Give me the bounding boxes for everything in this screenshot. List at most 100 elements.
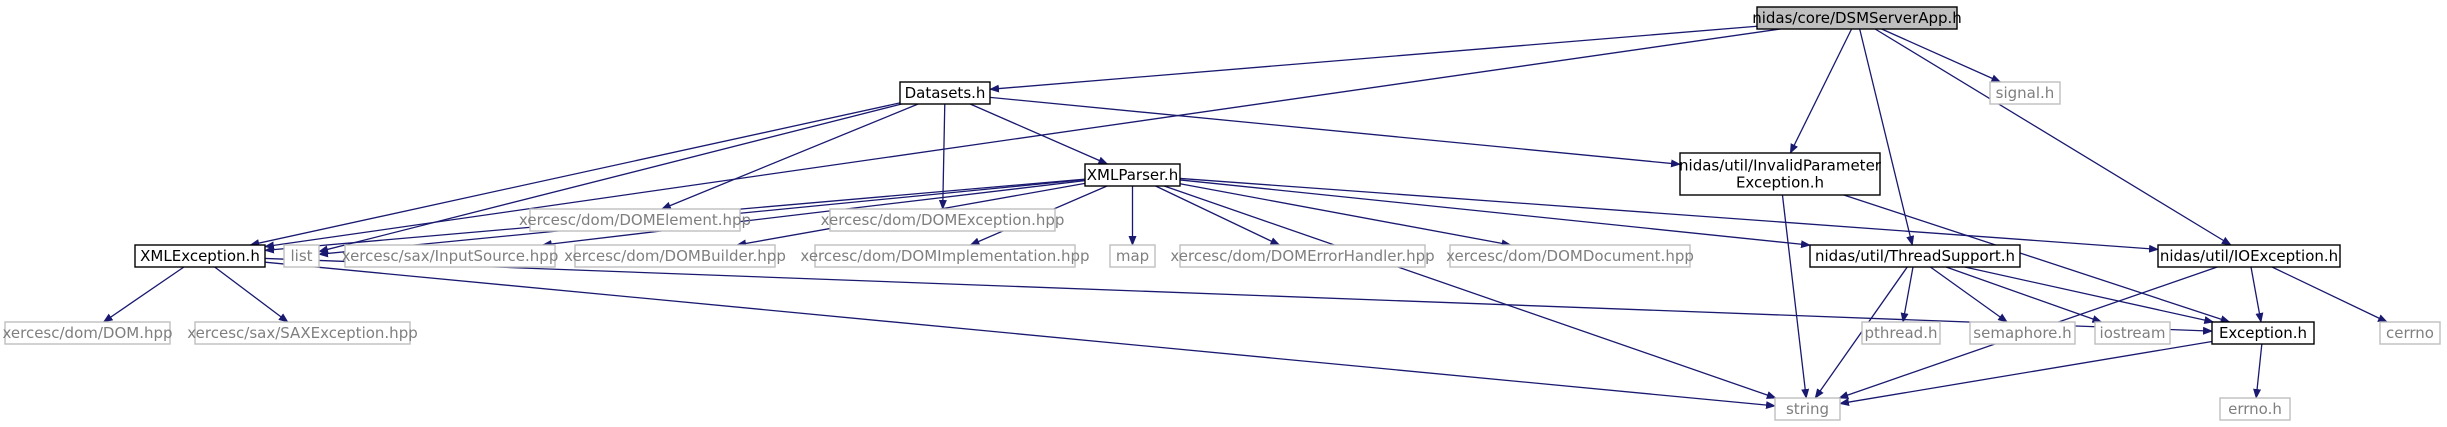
- node-box-cerrno: [2379, 321, 2441, 345]
- node-label-domexception: xercesc/dom/DOMException.hpp: [821, 211, 1065, 229]
- node-domexception: xercesc/dom/DOMException.hpp: [821, 208, 1065, 232]
- node-threadsupport[interactable]: nidas/util/ThreadSupport.h: [1809, 244, 2021, 268]
- edge-ioexception-to-cerrno: [2271, 266, 2388, 323]
- edge-xmlparser-to-domdocument: [1179, 183, 1512, 248]
- node-ioexception[interactable]: nidas/util/IOException.h: [2157, 244, 2341, 268]
- node-box-threadsupport: [1809, 244, 2021, 268]
- edge-exception-to-string: [1839, 340, 2213, 407]
- node-label-domerror: xercesc/dom/DOMErrorHandler.hpp: [1170, 247, 1434, 265]
- edge-root-to-ioexception: [1874, 28, 2232, 246]
- node-box-dombuilder: [574, 244, 776, 268]
- edge-xmlparser-to-string: [1164, 185, 1777, 399]
- node-label-errno: errno.h: [2228, 400, 2282, 418]
- node-label-domelement: xercesc/dom/DOMElement.hpp: [519, 211, 751, 229]
- edge-invalidparam-to-exception: [1843, 194, 2231, 323]
- node-label-threadsupport: nidas/util/ThreadSupport.h: [1815, 247, 2015, 265]
- node-pthread: pthread.h: [1861, 321, 1941, 345]
- node-label-list: list: [290, 247, 312, 265]
- node-xmlexception[interactable]: XMLException.h: [134, 244, 266, 268]
- node-box-list: [283, 244, 320, 268]
- node-box-string: [1774, 397, 1841, 421]
- node-box-pthread: [1861, 321, 1941, 345]
- node-label-map: map: [1116, 247, 1149, 265]
- node-box-iostream: [2094, 321, 2171, 345]
- node-errno: errno.h: [2219, 397, 2291, 421]
- node-label-pthread: pthread.h: [1865, 324, 1938, 342]
- edge-xmlexception-to-saxexception: [214, 266, 289, 323]
- edge-threadsupport-to-string: [1814, 266, 1908, 399]
- node-box-saxexception: [194, 321, 411, 345]
- edge-root-to-datasets: [989, 25, 1758, 93]
- node-label-datasets: Datasets.h: [905, 84, 986, 102]
- node-label-root: nidas/core/DSMServerApp.h: [1752, 9, 1962, 27]
- node-label-xmlparser: XMLParser.h: [1087, 166, 1178, 184]
- edge-threadsupport-to-semaphore: [1929, 266, 2008, 323]
- node-saxexception: xercesc/sax/SAXException.hpp: [187, 321, 418, 345]
- edge-xmlparser-to-ioexception: [1179, 177, 2159, 253]
- node-domelement: xercesc/dom/DOMElement.hpp: [519, 208, 751, 232]
- edge-datasets-to-list: [318, 103, 902, 254]
- node-box-xmlexception: [134, 244, 266, 268]
- node-xmlparser[interactable]: XMLParser.h: [1084, 163, 1181, 187]
- edge-root-to-threadsupport: [1859, 28, 1915, 246]
- node-domimpl: xercesc/dom/DOMImplementation.hpp: [800, 244, 1090, 268]
- node-label-saxexception: xercesc/sax/SAXException.hpp: [187, 324, 418, 342]
- edge-xmlexception-to-string: [264, 261, 1776, 410]
- node-box-domdocument: [1449, 244, 1691, 268]
- edge-datasets-to-invalidparam: [989, 96, 1681, 168]
- node-root[interactable]: nidas/core/DSMServerApp.h: [1752, 6, 1962, 30]
- node-box-domexception: [829, 208, 1056, 232]
- node-dom: xercesc/dom/DOM.hpp: [2, 321, 173, 345]
- node-box-datasets: [899, 81, 991, 105]
- edge-threadsupport-to-pthread: [1900, 266, 1914, 323]
- node-dombuilder: xercesc/dom/DOMBuilder.hpp: [564, 244, 786, 268]
- node-label-invalidparam-line-1: Exception.h: [1736, 174, 1824, 192]
- edge-exception-to-errno: [2253, 343, 2263, 399]
- edge-xmlparser-to-threadsupport: [1179, 179, 1811, 249]
- node-box-signal: [1989, 81, 2061, 105]
- node-inputsource: xercesc/sax/InputSource.hpp: [342, 244, 559, 268]
- edge-root-to-invalidparam: [1789, 28, 1853, 154]
- node-label-domdocument: xercesc/dom/DOMDocument.hpp: [1446, 247, 1694, 265]
- node-box-xmlparser: [1084, 163, 1181, 187]
- edge-xmlexception-to-dom: [102, 266, 185, 323]
- node-label-cerrno: cerrno: [2386, 324, 2434, 342]
- node-label-dom: xercesc/dom/DOM.hpp: [2, 324, 172, 342]
- edge-threadsupport-to-exception: [1964, 266, 2215, 324]
- node-label-ioexception: nidas/util/IOException.h: [2160, 247, 2338, 265]
- node-box-semaphore: [1969, 321, 2076, 345]
- node-label-exception: Exception.h: [2219, 324, 2307, 342]
- node-box-inputsource: [344, 244, 556, 268]
- node-label-xmlexception: XMLException.h: [140, 247, 260, 265]
- edge-xmlparser-to-inputsource: [541, 179, 1086, 248]
- node-cerrno: cerrno: [2379, 321, 2441, 345]
- node-box-domelement: [529, 208, 741, 232]
- node-label-iostream: iostream: [2100, 324, 2166, 342]
- node-label-signal: signal.h: [1996, 84, 2055, 102]
- node-label-string: string: [1786, 400, 1829, 418]
- node-label-semaphore: semaphore.h: [1973, 324, 2071, 342]
- node-domdocument: xercesc/dom/DOMDocument.hpp: [1446, 244, 1694, 268]
- node-box-root: [1756, 6, 1958, 30]
- edge-root-to-signal: [1881, 28, 2002, 83]
- node-box-errno: [2219, 397, 2291, 421]
- node-box-map: [1109, 244, 1156, 268]
- edge-datasets-to-domelement: [660, 103, 919, 210]
- node-box-dom: [4, 321, 171, 345]
- node-box-invalidparam: [1679, 152, 1881, 196]
- node-label-domimpl: xercesc/dom/DOMImplementation.hpp: [800, 247, 1089, 265]
- node-signal: signal.h: [1989, 81, 2061, 105]
- node-exception[interactable]: Exception.h: [2211, 321, 2315, 345]
- node-box-exception: [2211, 321, 2315, 345]
- node-datasets[interactable]: Datasets.h: [899, 81, 991, 105]
- edge-datasets-to-xmlexception: [249, 102, 901, 247]
- edge-invalidparam-to-string: [1781, 194, 1810, 399]
- node-label-dombuilder: xercesc/dom/DOMBuilder.hpp: [564, 247, 786, 265]
- node-label-inputsource: xercesc/sax/InputSource.hpp: [342, 247, 559, 265]
- node-label-invalidparam-line-0: nidas/util/InvalidParameter: [1679, 157, 1882, 175]
- edge-ioexception-to-exception: [2250, 266, 2264, 323]
- edge-root-to-xmlexception: [264, 28, 1781, 250]
